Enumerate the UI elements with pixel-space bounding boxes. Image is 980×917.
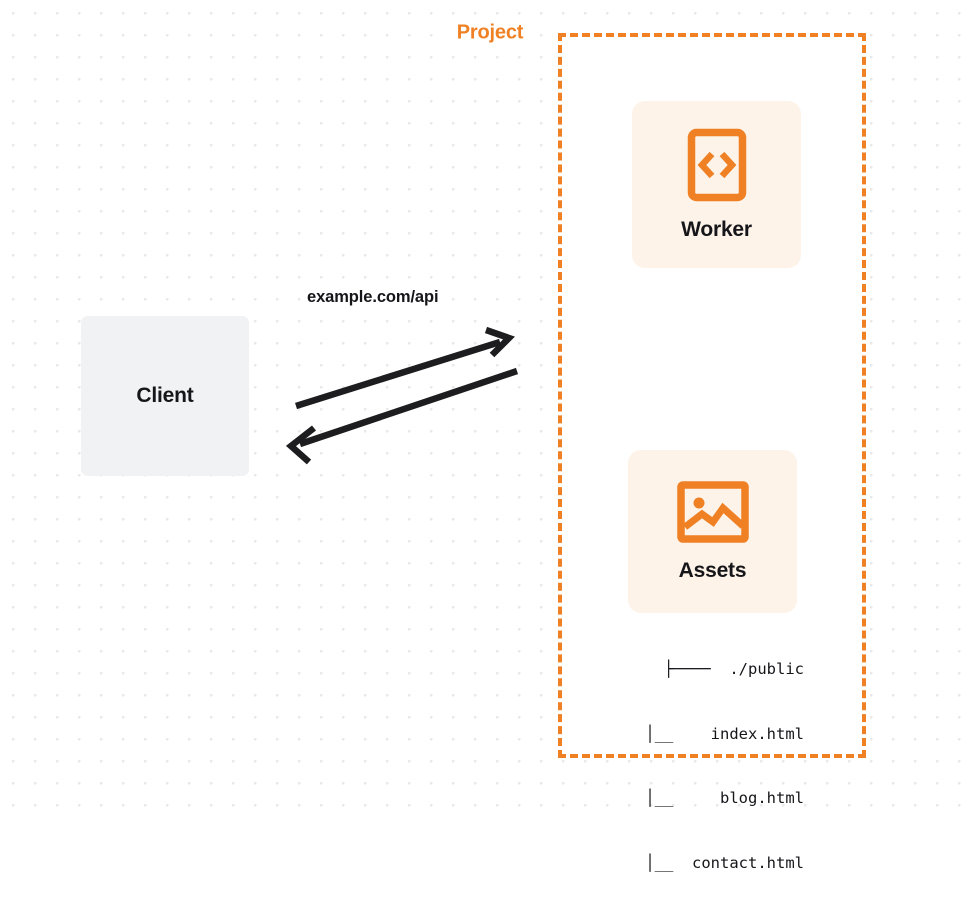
file-tree-row: │__ contact.html — [617, 853, 804, 872]
project-title: Project — [449, 21, 531, 45]
client-node-label: Client — [136, 384, 194, 407]
file-tree-row: ├──── ./public — [664, 660, 804, 678]
assets-card-label: Assets — [678, 558, 747, 582]
assets-card[interactable]: Assets — [628, 450, 797, 613]
file-tree-row: │__ index.html — [617, 724, 804, 743]
worker-card[interactable]: Worker — [632, 101, 801, 268]
request-arrow — [295, 326, 515, 410]
response-arrow — [285, 367, 519, 465]
code-brackets-icon — [687, 128, 747, 202]
image-icon — [676, 480, 749, 543]
diagram-canvas: Client example.com/api Project Worker — [0, 0, 980, 872]
edge-label: example.com/api — [307, 288, 439, 306]
client-node[interactable]: Client — [81, 316, 249, 476]
file-tree: ├──── ./public │__ index.html │__ blog.h… — [600, 616, 804, 917]
worker-card-label: Worker — [681, 217, 752, 241]
file-tree-row: │__ blog.html — [617, 789, 804, 807]
